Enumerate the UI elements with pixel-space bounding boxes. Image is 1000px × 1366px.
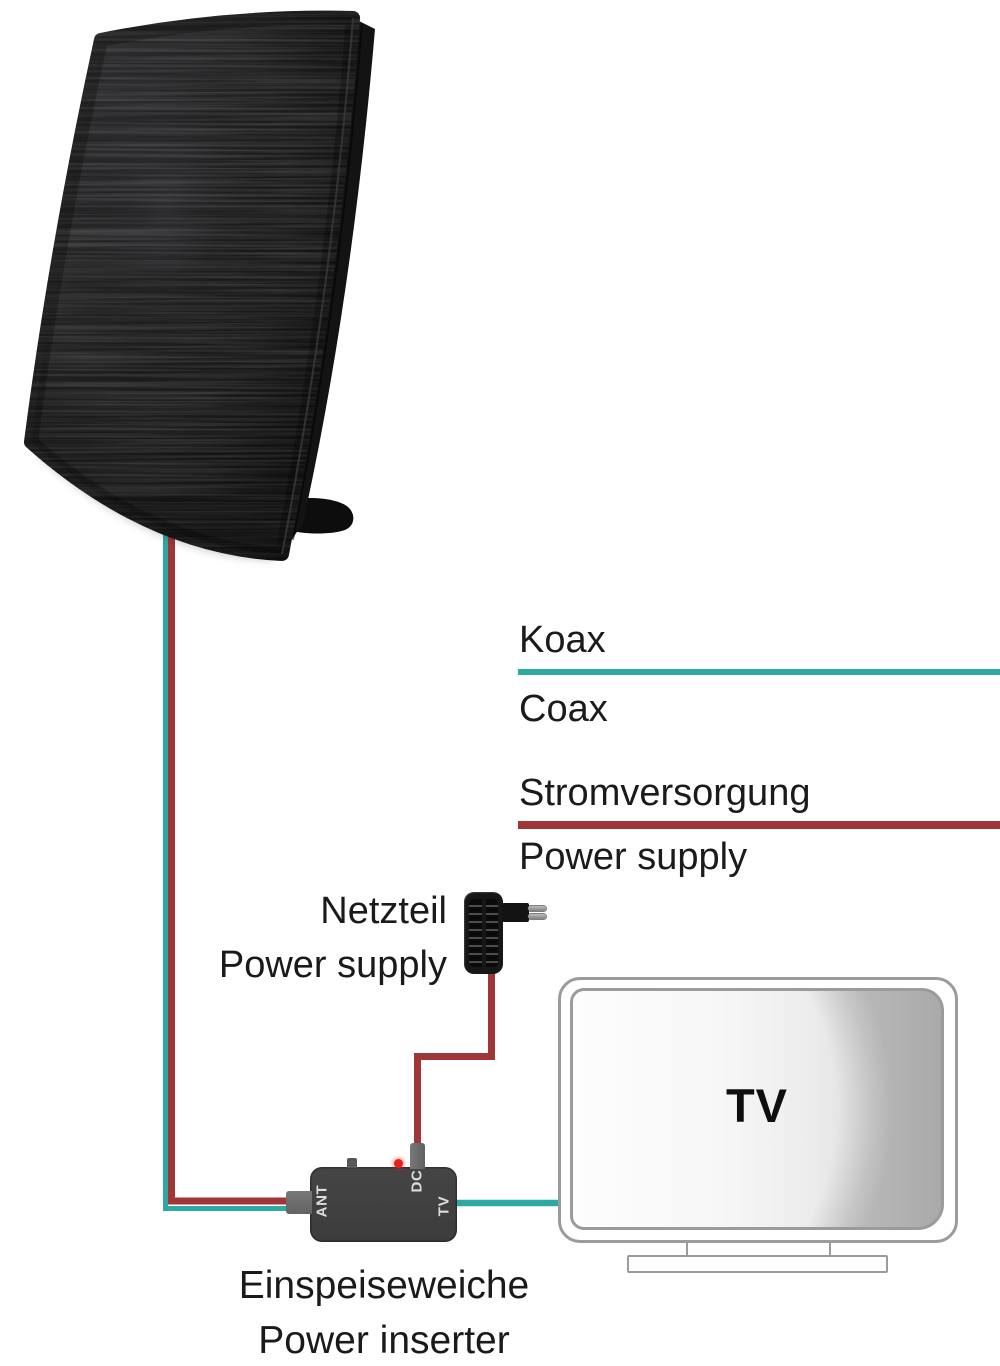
tv-frame: TV [558,977,958,1243]
tv-screen: TV [570,988,944,1230]
antenna-edge-highlight [281,17,354,555]
tv-screen-label: TV [725,1078,789,1132]
power-led [394,1159,403,1168]
plug-prong-base [502,903,529,922]
power-supply-plug [464,892,503,974]
legend-power-label-en: Power supply [519,836,748,878]
legend-coax-line [518,669,1000,675]
tv-port-label: TV [435,1195,453,1217]
power-supply-label-en: Power supply [218,944,447,986]
legend-coax-label-de: Koax [519,619,606,661]
dc-port-label: DC [408,1169,426,1193]
plug-vent-divider [481,899,486,967]
power-inserter-label-de: Einspeiseweiche [238,1264,530,1307]
power-supply-label-de: Netzteil [320,890,447,932]
coax-cable-antenna-to-inserter [163,500,304,1211]
dc-connector [410,1143,425,1169]
legend-power-label-de: Stromversorgung [519,772,811,814]
antenna-stand-foot [292,497,354,534]
plug-pin-top [528,906,546,911]
legend-coax-label-en: Coax [519,688,608,730]
ant-connector [286,1191,312,1214]
plug-pin-bottom [528,914,546,919]
power-inserter-label-en: Power inserter [258,1319,510,1362]
ant-port-label: ANT [313,1184,331,1218]
antenna-side-seam [292,23,363,541]
power-inserter-labels: Einspeiseweiche Power inserter [184,1258,584,1366]
power-inserter-box: ANT DC TV [286,1143,457,1242]
tv-stand-base [627,1255,888,1273]
legend-power-line [518,821,1000,829]
tv-stand-neck [686,1242,831,1256]
power-cable-plug-to-inserter [414,968,495,1150]
mount-nub [347,1158,357,1168]
power-supply-labels: Netzteil Power supply [0,884,447,992]
power-cable-antenna-to-inserter [168,500,304,1205]
antenna [24,10,375,561]
plug-vents [469,899,498,967]
